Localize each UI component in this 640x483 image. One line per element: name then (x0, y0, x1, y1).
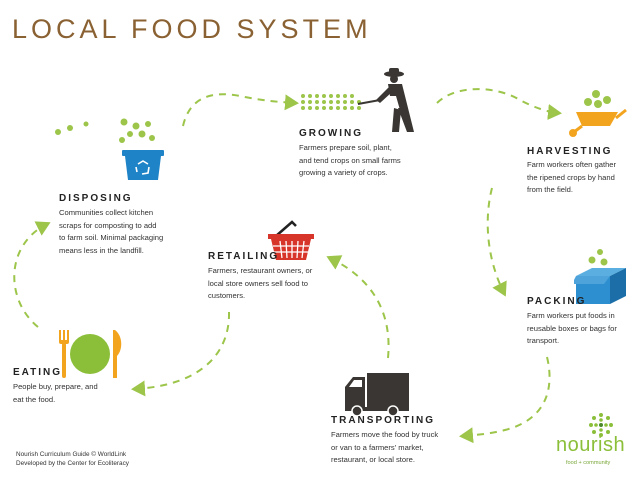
stage-transporting-line: Farmers move the food by truck (331, 430, 439, 439)
stage-retailing-line: customers. (208, 291, 246, 300)
shopping-basket-icon (268, 220, 314, 260)
stage-disposing-line: scraps for composting to add (59, 220, 157, 230)
stage-packing-line: reusable boxes or bags for (527, 323, 617, 333)
stage-packing-heading: PACKING (527, 296, 587, 307)
truck-icon (345, 373, 409, 417)
stage-harvesting-line: Farm workers often gather (527, 160, 617, 169)
stage-growing-line: Farmers prepare soil, plant, (299, 143, 392, 152)
stage-disposing-line: Communities collect kitchen (59, 208, 154, 217)
stage-packing-line: transport. (527, 336, 560, 345)
stage-packing-description: Farm workers put foods in reusable boxes… (527, 310, 617, 348)
logo-wordmark: nourish (556, 434, 626, 456)
stage-harvesting-line: the ripened crops by hand (527, 172, 615, 182)
stage-growing-line: and tend crops on small farms (299, 155, 401, 165)
stage-disposing-line: means less in the landfill. (59, 245, 144, 255)
stage-disposing-heading: DISPOSING (59, 193, 133, 204)
recycling-bin-icon (55, 118, 164, 180)
stage-retailing-description: Farmers, restaurant owners, or local sto… (208, 265, 312, 303)
stage-eating-description: People buy, prepare, and eat the food. (13, 381, 98, 406)
stage-retailing-line: local store owners sell food to (208, 278, 309, 288)
plate-fork-knife-icon (59, 330, 122, 378)
stage-growing-heading: GROWING (299, 128, 363, 139)
credit-line: Nourish Curriculum Guide © WorldLink (16, 451, 127, 458)
stage-growing-line: growing a variety of crops. (299, 168, 388, 177)
stage-transporting-description: Farmers move the food by truck or van to… (331, 429, 438, 467)
stage-transporting-heading: TRANSPORTING (331, 415, 435, 426)
credit: Nourish Curriculum Guide © WorldLink Dev… (16, 450, 129, 468)
stage-eating-line: People buy, prepare, and (13, 382, 98, 391)
stage-harvesting-description: Farm workers often gather the ripened cr… (527, 159, 616, 197)
stage-retailing-heading: RETAILING (208, 251, 280, 262)
arrow-growing-to-harvesting (436, 88, 562, 120)
arrow-harvesting-to-packing (486, 187, 507, 297)
stage-disposing-line: to farm soil. Minimal packaging (59, 233, 164, 242)
stage-harvesting-line: from the field. (527, 185, 574, 194)
arrow-disposing-to-growing (182, 93, 299, 127)
logo-tagline: food + community (566, 460, 611, 466)
stage-transporting-line: or van to a farmers' market, (331, 442, 424, 452)
stage-retailing-line: Farmers, restaurant owners, or (208, 266, 313, 275)
stage-eating-heading: EATING (13, 367, 63, 378)
nourish-logo-icon (589, 413, 613, 437)
wheelbarrow-icon (569, 90, 627, 137)
stage-disposing-description: Communities collect kitchen scraps for c… (59, 207, 163, 257)
stage-growing-description: Farmers prepare soil, plant, and tend cr… (299, 142, 401, 180)
arrow-eating-to-disposing (13, 221, 51, 328)
stage-harvesting-heading: HARVESTING (527, 146, 613, 157)
farmer-hoeing-icon (301, 68, 414, 132)
page-title: LOCAL FOOD SYSTEM (12, 14, 372, 44)
box-icon (574, 249, 626, 304)
stage-eating-line: eat the food. (13, 394, 56, 404)
arrow-packing-to-transporting (459, 356, 551, 444)
stage-packing-line: Farm workers put foods in (527, 311, 615, 320)
arrow-retailing-to-eating (131, 311, 231, 397)
credit-line: Developed by the Center for Ecoliteracy (16, 460, 129, 467)
stage-transporting-line: restaurant, or local store. (331, 455, 415, 464)
arrow-transporting-to-retailing (326, 255, 390, 359)
